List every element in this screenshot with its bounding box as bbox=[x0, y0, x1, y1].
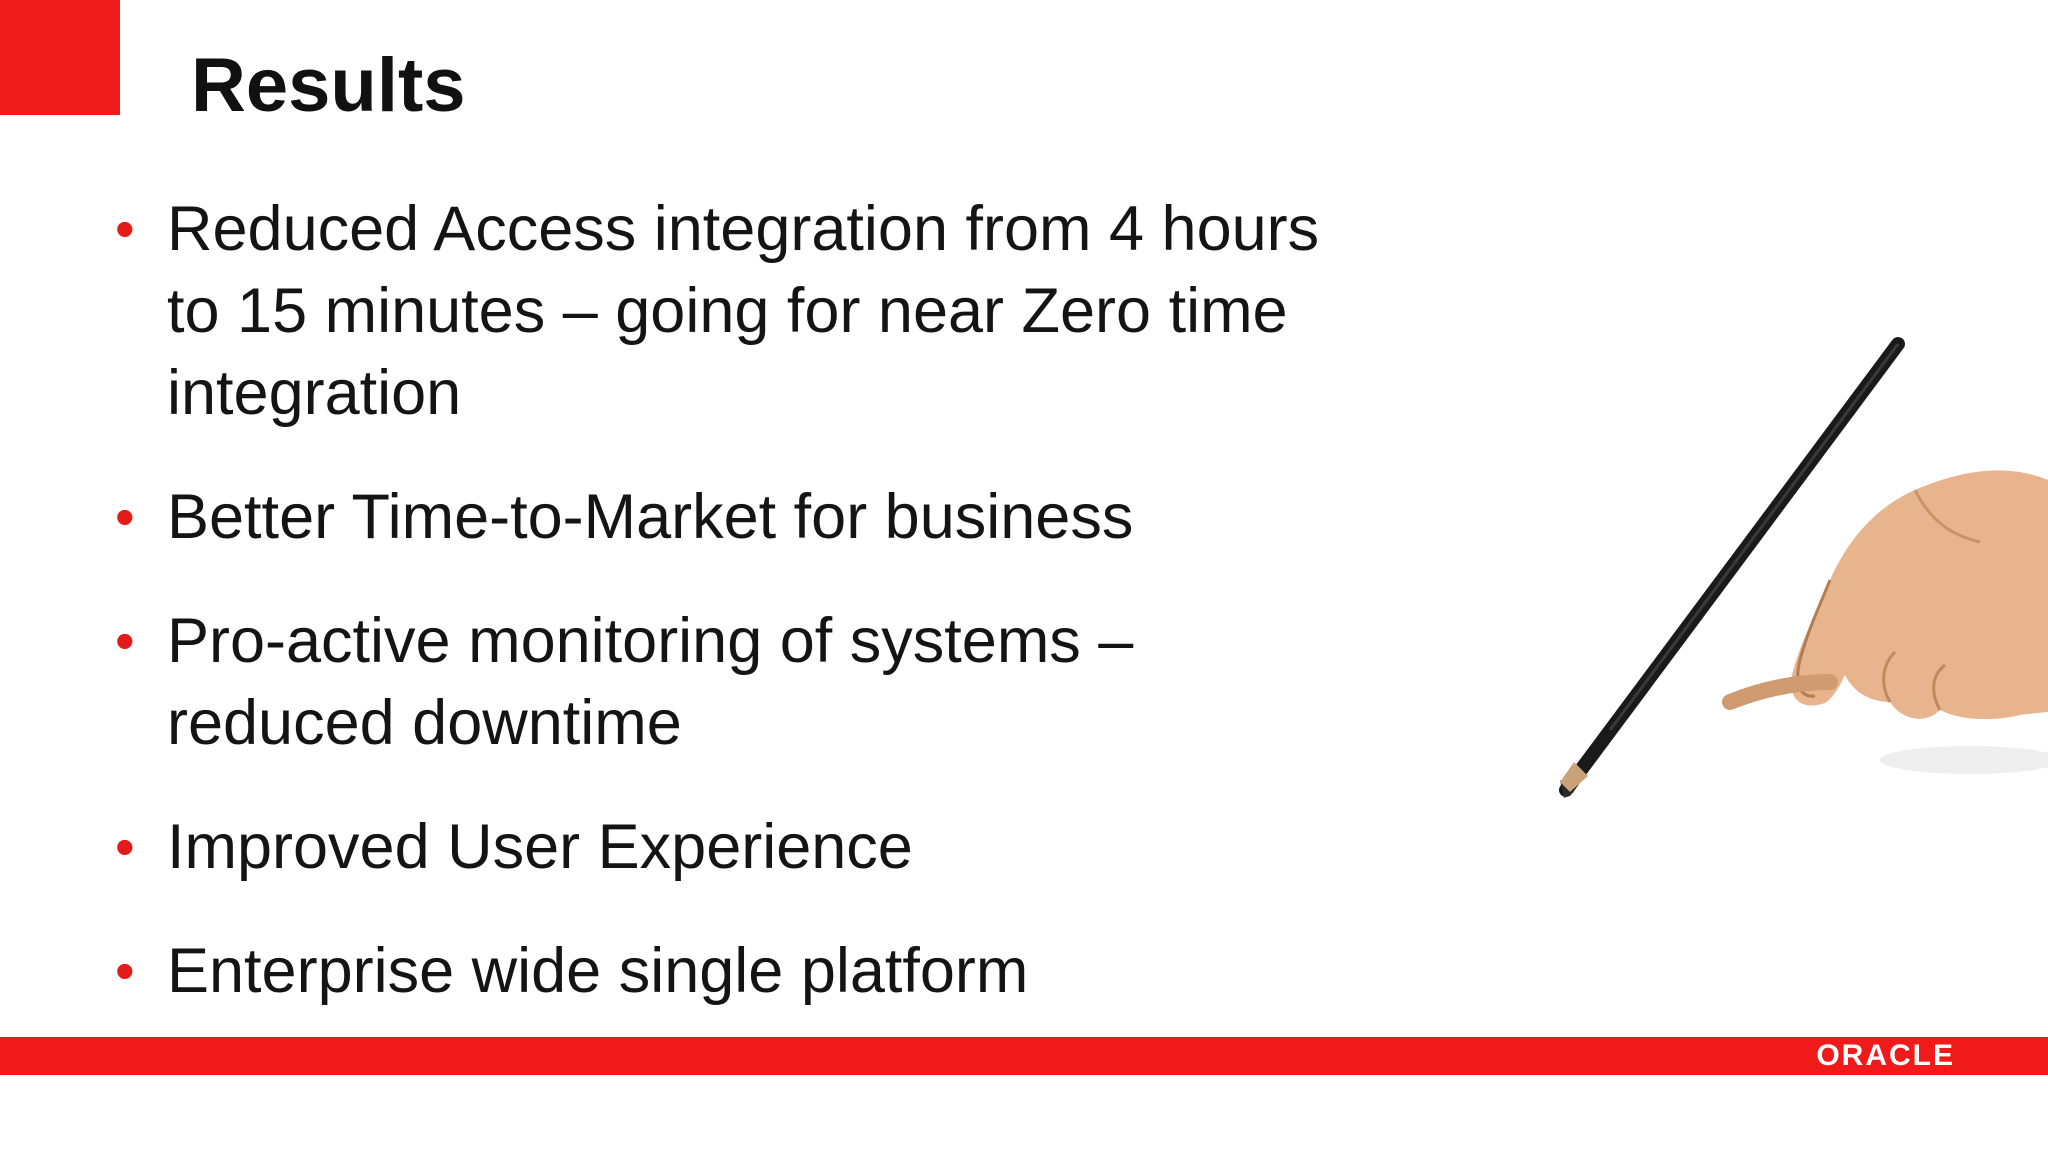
bullet-text: Improved User Experience bbox=[167, 812, 913, 882]
bullet-dot-icon: • bbox=[115, 609, 135, 672]
bullet-item: • Better Time-to-Market for business bbox=[110, 476, 1340, 558]
bullet-text: Pro-active monitoring of systems – reduc… bbox=[167, 606, 1134, 758]
bullet-item: • Reduced Access integration from 4 hour… bbox=[110, 188, 1340, 434]
bullet-text: Enterprise wide single platform bbox=[167, 936, 1029, 1006]
hand-icon bbox=[1722, 470, 2048, 774]
bullet-item: • Pro-active monitoring of systems – red… bbox=[110, 600, 1340, 764]
bullet-list: • Reduced Access integration from 4 hour… bbox=[110, 188, 1340, 1054]
bullet-text: Better Time-to-Market for business bbox=[167, 482, 1134, 552]
red-corner-block bbox=[0, 0, 120, 115]
oracle-logo: ORACLE bbox=[1816, 1039, 1955, 1072]
bullet-dot-icon: • bbox=[115, 939, 135, 1002]
bullet-dot-icon: • bbox=[115, 197, 135, 260]
hand-writing-with-pencil-icon bbox=[1559, 337, 2048, 798]
slide-title: Results bbox=[191, 43, 466, 128]
bullet-text: Reduced Access integration from 4 hours … bbox=[167, 194, 1320, 428]
bullet-item: • Enterprise wide single platform bbox=[110, 930, 1340, 1012]
bullet-dot-icon: • bbox=[115, 815, 135, 878]
footer-bar: ORACLE bbox=[0, 1037, 2048, 1075]
pencil-icon bbox=[1559, 337, 1905, 798]
bullet-item: • Improved User Experience bbox=[110, 806, 1340, 888]
bullet-dot-icon: • bbox=[115, 485, 135, 548]
